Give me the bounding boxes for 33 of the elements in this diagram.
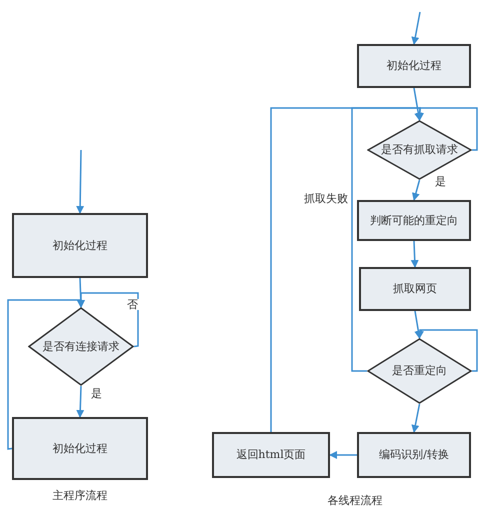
- process-box: [359, 267, 471, 311]
- process-box: [212, 432, 330, 478]
- node-text: 编码识别/转换: [379, 448, 449, 462]
- decision-diamond: [367, 338, 472, 404]
- node-text: 判断可能的重定向: [370, 214, 458, 228]
- node-text: 是否有抓取请求: [381, 143, 458, 157]
- edge-label: 是: [90, 388, 103, 399]
- process-box: [12, 213, 148, 278]
- arrow: [411, 12, 421, 45]
- process-box: [357, 44, 471, 88]
- arrow: [76, 386, 84, 418]
- process-box: [12, 417, 148, 480]
- process-box: [357, 432, 471, 478]
- edge-label: 是: [434, 176, 447, 187]
- node-text: 返回html页面: [236, 448, 306, 462]
- node-text: 初始化过程: [52, 442, 108, 456]
- edge-note: 抓取失败: [302, 193, 350, 204]
- arrow: [411, 404, 420, 433]
- edge-label: 否: [126, 299, 139, 310]
- process-box: [357, 200, 471, 241]
- node-text: 初始化过程: [386, 59, 442, 73]
- arrow: [412, 180, 420, 201]
- arrow: [329, 451, 357, 459]
- arrow: [413, 88, 422, 121]
- node-text: 是否重定向: [392, 364, 447, 378]
- arrow: [416, 329, 478, 372]
- arrow: [76, 150, 84, 214]
- arrow: [7, 299, 85, 450]
- arrow: [410, 240, 419, 268]
- arrow: [270, 107, 424, 432]
- node-text: 初始化过程: [52, 238, 108, 252]
- node-text: 是否有连接请求: [42, 340, 120, 354]
- node-text: 抓取网页: [393, 282, 437, 296]
